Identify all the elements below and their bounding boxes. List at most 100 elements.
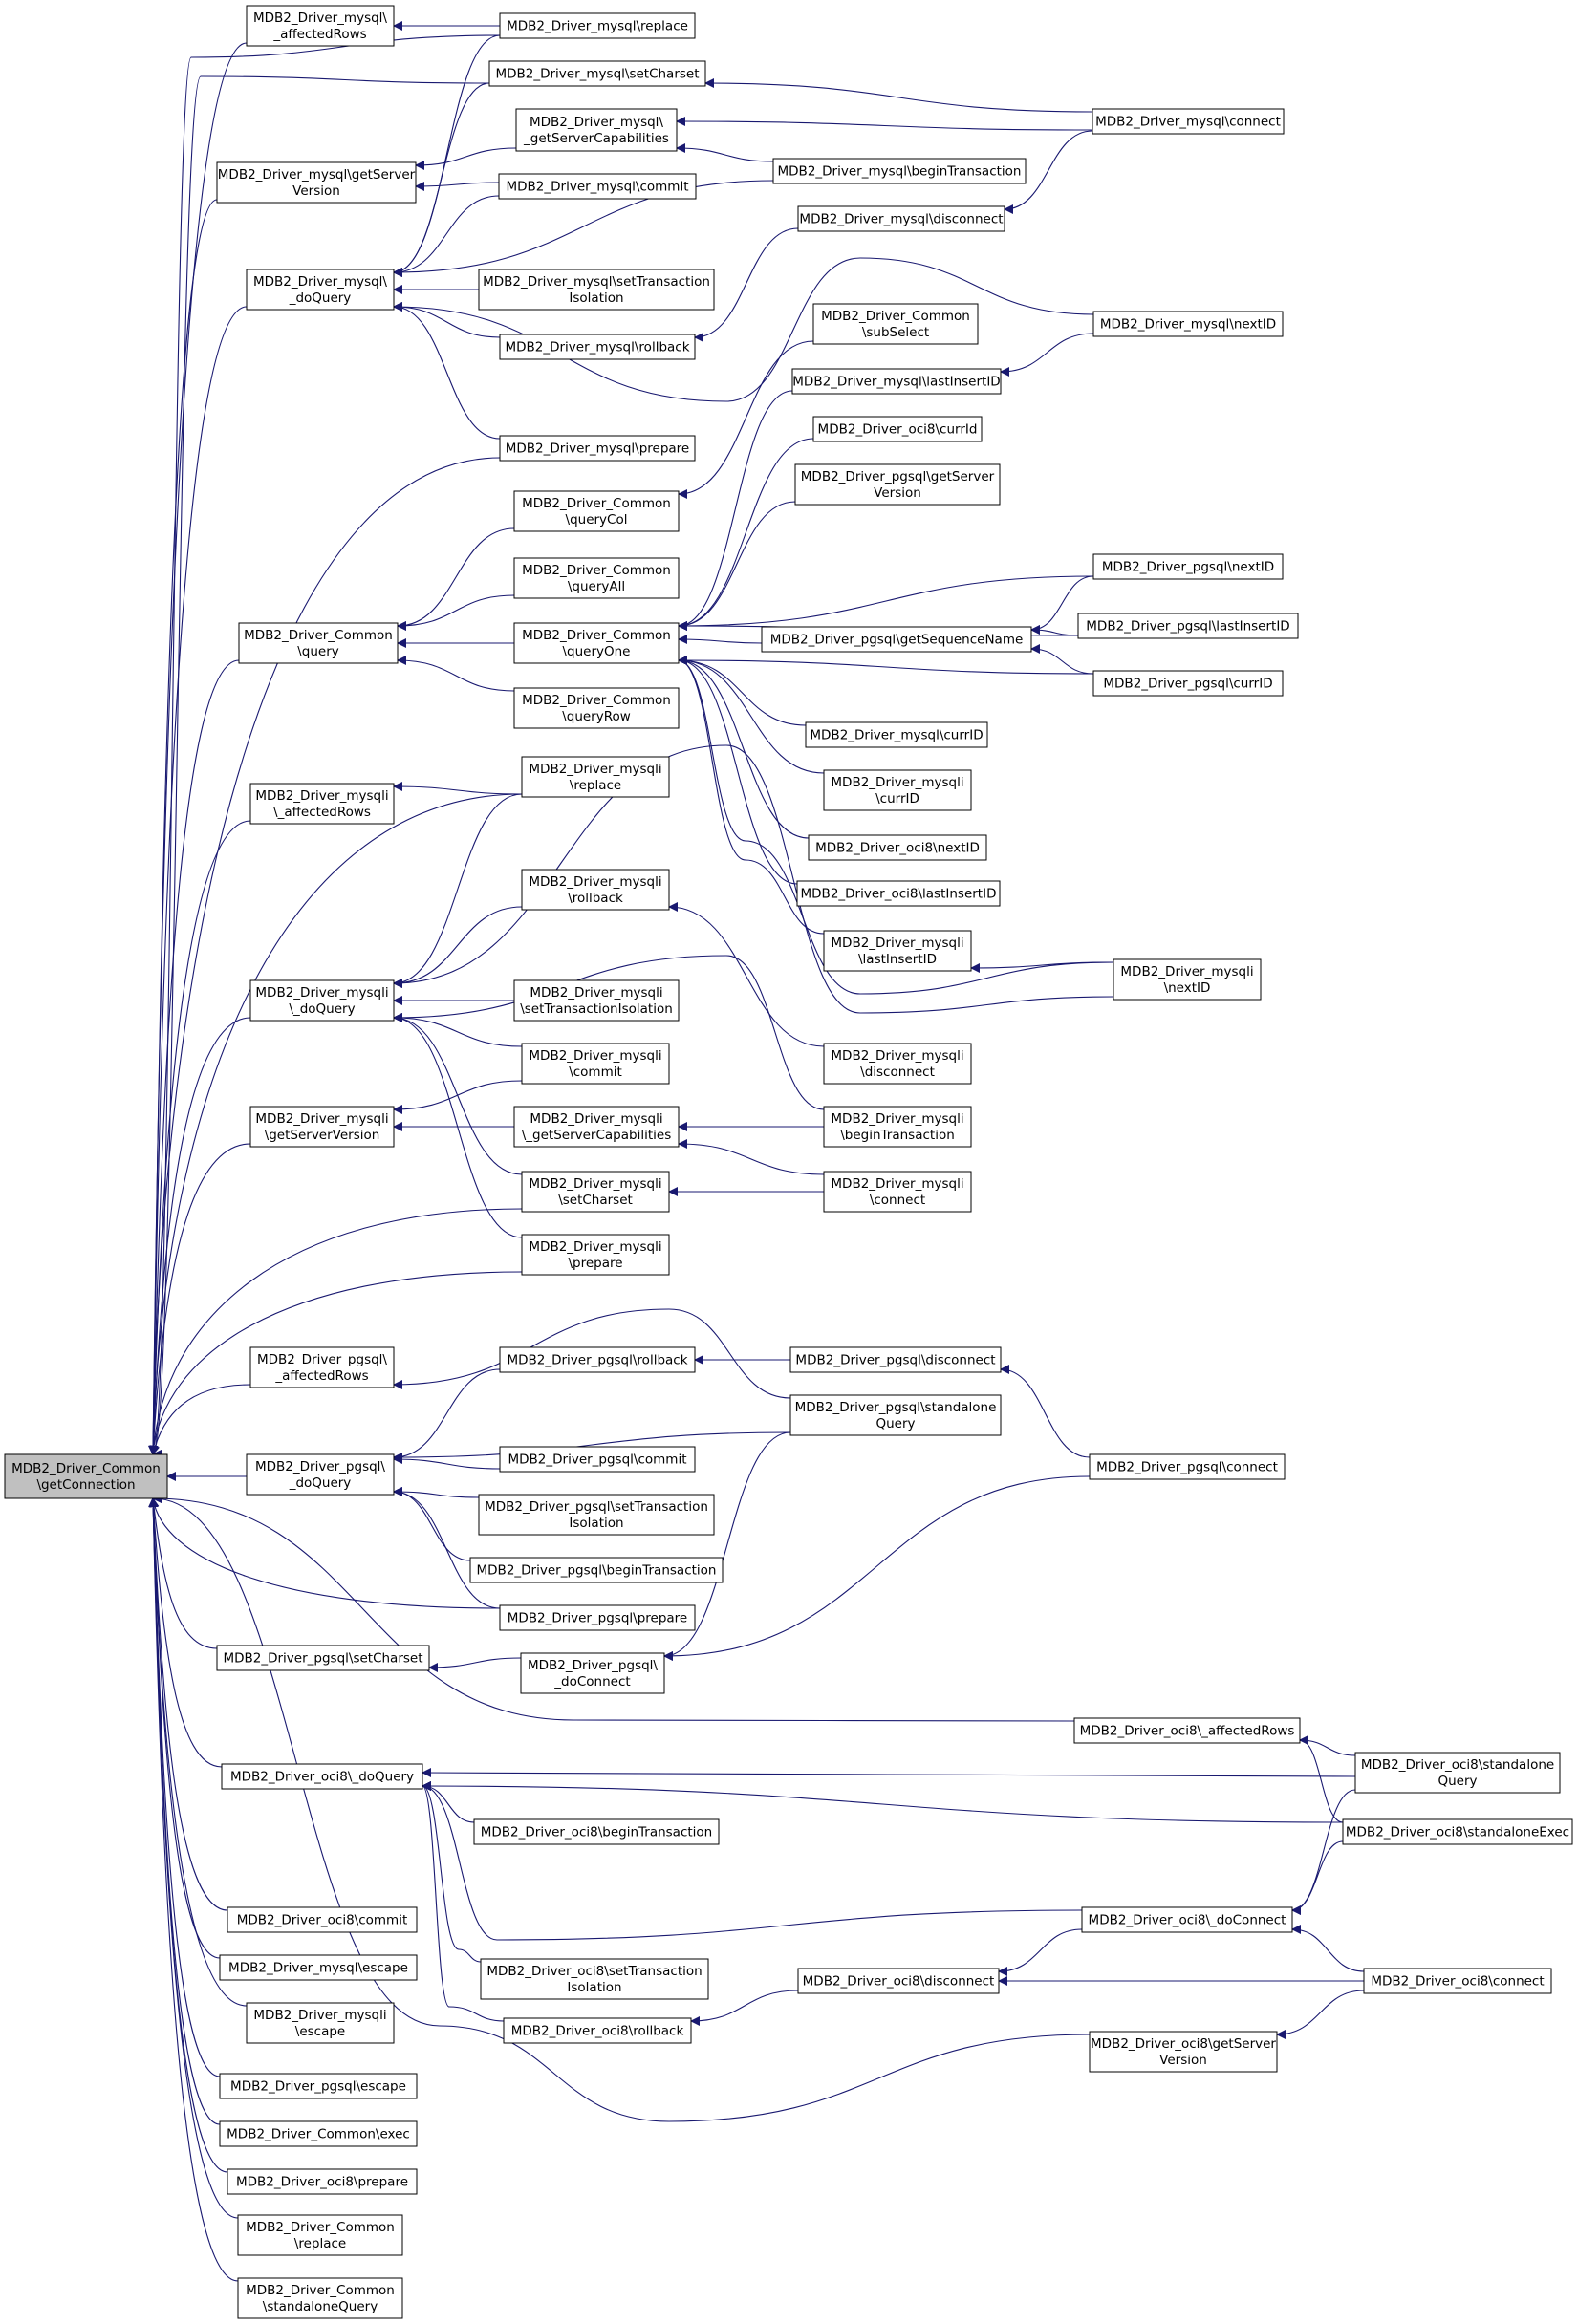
- graph-node-pgsql-rollback[interactable]: MDB2_Driver_pgsql\rollback: [499, 1346, 696, 1373]
- graph-node-mysqli-currid[interactable]: MDB2_Driver_mysqli\currID: [823, 769, 972, 811]
- graph-node-common-query[interactable]: MDB2_Driver_Common\query: [238, 622, 399, 664]
- graph-node-oci8-settransactionisolation[interactable]: MDB2_Driver_oci8\setTransactionIsolation: [480, 1958, 709, 2000]
- graph-node-pgsql-prepare[interactable]: MDB2_Driver_pgsql\prepare: [499, 1604, 696, 1631]
- graph-node-oci8-currid[interactable]: MDB2_Driver_oci8\currId: [812, 416, 983, 442]
- graph-node-mysqli-doquery[interactable]: MDB2_Driver_mysqli\_doQuery: [249, 979, 395, 1022]
- graph-node-mysqli-replace[interactable]: MDB2_Driver_mysqli\replace: [521, 756, 670, 798]
- edge-mysqli-commit-to-mysqli-getserverversion: [393, 1080, 523, 1114]
- node-box: [499, 12, 696, 39]
- graph-node-pgsql-commit[interactable]: MDB2_Driver_pgsql\commit: [499, 1446, 696, 1473]
- graph-node-pgsql-affectedrows[interactable]: MDB2_Driver_pgsql\_affectedRows: [249, 1346, 395, 1388]
- node-label-line: \setCharset: [558, 1193, 633, 1208]
- graph-node-oci8-rollback[interactable]: MDB2_Driver_oci8\rollback: [503, 2017, 692, 2044]
- graph-node-mysql-lastinsertid[interactable]: MDB2_Driver_mysql\lastInsertID: [791, 368, 1002, 395]
- graph-node-mysql-disconnect[interactable]: MDB2_Driver_mysql\disconnect: [797, 205, 1005, 232]
- graph-node-mysql-setcharset[interactable]: MDB2_Driver_mysql\setCharset: [488, 60, 706, 87]
- graph-node-mysql-affectedrows[interactable]: MDB2_Driver_mysql\_affectedRows: [246, 5, 395, 47]
- graph-node-oci8-doconnect[interactable]: MDB2_Driver_oci8\_doConnect: [1081, 1906, 1293, 1933]
- graph-node-pgsql-settransactionisolation[interactable]: MDB2_Driver_pgsql\setTransactionIsolatio…: [478, 1494, 715, 1536]
- graph-node-pgsql-begintransaction[interactable]: MDB2_Driver_pgsql\beginTransaction: [469, 1557, 724, 1583]
- graph-node-mysqli-escape[interactable]: MDB2_Driver_mysqli\escape: [246, 2002, 395, 2044]
- edge-mysqli-commit-to-mysqli-doquery: [393, 1013, 523, 1047]
- graph-node-common-standalonequery[interactable]: MDB2_Driver_Common\standaloneQuery: [237, 2277, 403, 2319]
- graph-node-mysqli-commit[interactable]: MDB2_Driver_mysqli\commit: [521, 1043, 670, 1085]
- graph-node-mysqli-getservercapabilities[interactable]: MDB2_Driver_mysqli\_getServerCapabilitie…: [513, 1106, 680, 1148]
- graph-node-oci8-affectedrows[interactable]: MDB2_Driver_oci8\_affectedRows: [1073, 1717, 1301, 1744]
- graph-node-oci8-disconnect[interactable]: MDB2_Driver_oci8\disconnect: [797, 1968, 1000, 1994]
- graph-node-common-exec[interactable]: MDB2_Driver_Common\exec: [219, 2120, 418, 2147]
- node-label-line: \_doQuery: [289, 1001, 355, 1017]
- graph-node-pgsql-doquery[interactable]: MDB2_Driver_pgsql\_doQuery: [246, 1453, 395, 1496]
- graph-node-mysqli-prepare[interactable]: MDB2_Driver_mysqli\prepare: [521, 1234, 670, 1276]
- graph-node-mysqli-connect[interactable]: MDB2_Driver_mysqli\connect: [823, 1171, 972, 1213]
- graph-node-mysql-connect[interactable]: MDB2_Driver_mysql\connect: [1092, 108, 1285, 135]
- graph-node-mysqli-begintransaction[interactable]: MDB2_Driver_mysqli\beginTransaction: [823, 1106, 972, 1148]
- graph-node-pgsql-getserverversion[interactable]: MDB2_Driver_pgsql\getServerVersion: [794, 463, 1001, 506]
- edge-pgsql-standalonequery-to-pgsql-doconnect: [663, 1431, 791, 1661]
- graph-node-mysql-replace[interactable]: MDB2_Driver_mysql\replace: [499, 12, 696, 39]
- graph-node-mysql-begintransaction[interactable]: MDB2_Driver_mysql\beginTransaction: [772, 158, 1027, 184]
- graph-node-mysql-escape[interactable]: MDB2_Driver_mysql\escape: [219, 1954, 418, 1981]
- edge-mysql-setcharset-to-mysql-doquery: [393, 82, 490, 277]
- graph-node-mysqli-rollback[interactable]: MDB2_Driver_mysqli\rollback: [521, 869, 670, 911]
- graph-node-mysql-getserverversion[interactable]: MDB2_Driver_mysql\getServerVersion: [216, 161, 417, 204]
- edge-common-queryrow-to-common-query: [397, 656, 515, 692]
- node-label-line: Version: [1159, 2053, 1207, 2068]
- edge-oci8-standaloneexec-to-oci8-doquery: [422, 1781, 1344, 1823]
- graph-node-common-queryrow[interactable]: MDB2_Driver_Common\queryRow: [513, 687, 680, 729]
- graph-node-pgsql-doconnect[interactable]: MDB2_Driver_pgsql\_doConnect: [520, 1652, 665, 1694]
- graph-node-mysql-nextid[interactable]: MDB2_Driver_mysql\nextID: [1092, 311, 1284, 337]
- graph-node-common-queryall[interactable]: MDB2_Driver_Common\queryAll: [513, 557, 680, 599]
- graph-node-root[interactable]: MDB2_Driver_Common\getConnection: [4, 1453, 168, 1499]
- graph-node-pgsql-currid[interactable]: MDB2_Driver_pgsql\currID: [1092, 670, 1284, 697]
- graph-node-pgsql-nextid[interactable]: MDB2_Driver_pgsql\nextID: [1092, 553, 1284, 580]
- graph-node-mysqli-affectedrows[interactable]: MDB2_Driver_mysqli\_affectedRows: [249, 783, 395, 825]
- graph-node-common-querycol[interactable]: MDB2_Driver_Common\queryCol: [513, 490, 680, 532]
- edge-pgsql-currid-to-common-queryone: [678, 656, 1094, 675]
- graph-node-oci8-connect[interactable]: MDB2_Driver_oci8\connect: [1363, 1968, 1552, 1994]
- graph-node-mysql-prepare[interactable]: MDB2_Driver_mysql\prepare: [499, 435, 696, 462]
- node-box: [1342, 1818, 1573, 1845]
- graph-node-mysql-doquery[interactable]: MDB2_Driver_mysql\_doQuery: [246, 269, 395, 311]
- graph-node-mysqli-disconnect[interactable]: MDB2_Driver_mysqli\disconnect: [823, 1043, 972, 1085]
- node-label-line: MDB2_Driver_mysqli: [529, 874, 661, 890]
- graph-node-pgsql-getsequencename[interactable]: MDB2_Driver_pgsql\getSequenceName: [761, 626, 1032, 653]
- edge-mysqli-replace-to-mysqli-doquery: [393, 793, 523, 988]
- graph-node-oci8-lastinsertid[interactable]: MDB2_Driver_oci8\lastInsertID: [796, 880, 1001, 907]
- graph-node-oci8-commit[interactable]: MDB2_Driver_oci8\commit: [227, 1906, 418, 1933]
- graph-node-oci8-standalonequery[interactable]: MDB2_Driver_oci8\standaloneQuery: [1354, 1752, 1561, 1794]
- graph-node-mysqli-nextid[interactable]: MDB2_Driver_mysqli\nextID: [1113, 958, 1262, 1001]
- graph-node-oci8-nextid[interactable]: MDB2_Driver_oci8\nextID: [808, 834, 987, 861]
- graph-node-mysql-settransactionisolation[interactable]: MDB2_Driver_mysql\setTransactionIsolatio…: [478, 269, 715, 311]
- graph-node-mysql-currid[interactable]: MDB2_Driver_mysql\currID: [805, 721, 988, 748]
- graph-node-pgsql-disconnect[interactable]: MDB2_Driver_pgsql\disconnect: [789, 1346, 1002, 1373]
- node-layer: MDB2_Driver_Common\getConnectionMDB2_Dri…: [4, 5, 1573, 2319]
- graph-node-mysql-getservercapabilities[interactable]: MDB2_Driver_mysql\_getServerCapabilities: [515, 108, 678, 152]
- graph-node-mysqli-setcharset[interactable]: MDB2_Driver_mysqli\setCharset: [521, 1171, 670, 1213]
- edge-oci8-doquery-to-root: [148, 1497, 223, 1768]
- graph-node-pgsql-lastinsertid[interactable]: MDB2_Driver_pgsql\lastInsertID: [1077, 613, 1299, 639]
- graph-node-pgsql-escape[interactable]: MDB2_Driver_pgsql\escape: [219, 2073, 418, 2099]
- graph-node-mysqli-settransactionisolation[interactable]: MDB2_Driver_mysqli\setTransactionIsolati…: [513, 979, 680, 1022]
- graph-node-oci8-begintransaction[interactable]: MDB2_Driver_oci8\beginTransaction: [473, 1818, 720, 1845]
- node-label-line: MDB2_Driver_mysql\escape: [228, 1961, 408, 1976]
- graph-node-mysql-rollback[interactable]: MDB2_Driver_mysql\rollback: [499, 334, 696, 360]
- node-label-line: MDB2_Driver_mysql\connect: [1095, 115, 1281, 130]
- graph-node-pgsql-standalonequery[interactable]: MDB2_Driver_pgsql\standaloneQuery: [789, 1394, 1002, 1436]
- graph-node-oci8-standaloneexec[interactable]: MDB2_Driver_oci8\standaloneExec: [1342, 1818, 1573, 1845]
- node-box: [237, 2277, 403, 2319]
- graph-node-mysqli-lastinsertid[interactable]: MDB2_Driver_mysqli\lastInsertID: [823, 930, 972, 972]
- graph-node-pgsql-setcharset[interactable]: MDB2_Driver_pgsql\setCharset: [216, 1645, 430, 1671]
- graph-node-mysqli-getserverversion[interactable]: MDB2_Driver_mysqli\getServerVersion: [249, 1106, 395, 1148]
- node-label-line: MDB2_Driver_pgsql\commit: [508, 1452, 686, 1468]
- graph-node-mysql-commit[interactable]: MDB2_Driver_mysql\commit: [498, 173, 697, 200]
- graph-node-common-replace[interactable]: MDB2_Driver_Common\replace: [237, 2214, 403, 2256]
- graph-node-pgsql-connect[interactable]: MDB2_Driver_pgsql\connect: [1089, 1453, 1286, 1480]
- graph-node-common-subselect[interactable]: MDB2_Driver_Common\subSelect: [812, 303, 979, 345]
- graph-node-oci8-prepare[interactable]: MDB2_Driver_oci8\prepare: [227, 2168, 418, 2195]
- graph-node-common-queryone[interactable]: MDB2_Driver_Common\queryOne: [513, 622, 680, 664]
- node-label-line: MDB2_Driver_mysql\prepare: [506, 441, 690, 457]
- graph-node-oci8-doquery[interactable]: MDB2_Driver_oci8\_doQuery: [221, 1763, 423, 1790]
- node-box: [246, 1453, 395, 1496]
- graph-node-oci8-getserverversion[interactable]: MDB2_Driver_oci8\getServerVersion: [1089, 2031, 1278, 2073]
